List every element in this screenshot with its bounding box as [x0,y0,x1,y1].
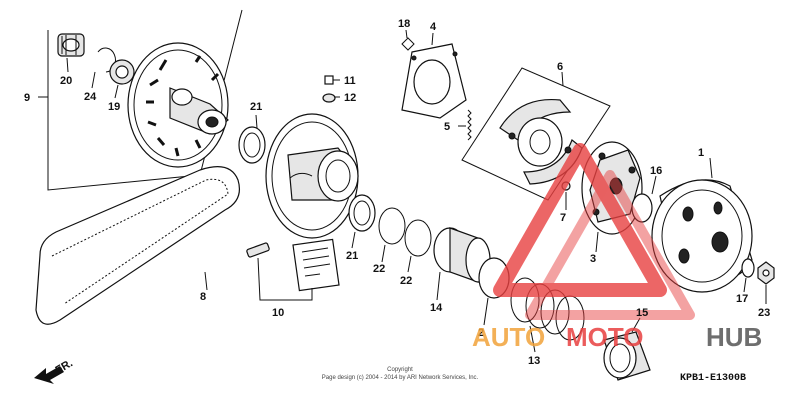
callout-20: 20 [60,75,72,87]
leader-20 [66,57,69,73]
part-12-nut [322,93,340,103]
part-20-bearing [57,33,85,57]
callout-5: 5 [444,121,450,133]
callout-21b: 21 [346,250,358,262]
leader-3 [595,231,599,253]
front-direction-arrow-icon [34,366,64,384]
part-18-clip [401,37,415,51]
leader-22a [381,244,386,263]
part-21-seal-lower [348,194,376,232]
callout-10: 10 [272,307,284,319]
diagram-code: KPB1-E1300B [680,373,746,384]
leader-10 [257,257,313,301]
callout-1: 1 [698,147,704,159]
callout-16: 16 [650,165,662,177]
callout-8: 8 [200,291,206,303]
leader-17 [743,277,747,293]
direction-label: FR. [54,357,75,376]
part-23-nut [757,261,775,285]
driven-face-assembly [265,113,359,239]
callout-23: 23 [758,307,770,319]
callout-22a: 22 [373,263,385,275]
leader-6 [561,71,564,87]
leader-4 [431,32,434,46]
leader-14 [436,271,441,301]
callout-24: 24 [84,91,97,103]
leader-21b [351,231,356,249]
leader-21a [255,114,258,129]
watermark-text: AUTO MOTO HUB [472,322,762,352]
callout-12: 12 [344,92,356,104]
callout-6: 6 [557,61,563,73]
part-11-bolt [324,75,340,85]
drive-face-assembly [127,42,229,168]
copyright-line1: Copyright [387,367,413,373]
callout-4: 4 [430,21,437,33]
part-15-collar [603,331,651,381]
part-19-bearing [109,59,135,85]
copyright-line2: Page design (c) 2004 - 2014 by ARI Netwo… [322,375,479,381]
callout-22b: 22 [400,275,412,287]
watermark-hub: HUB [706,322,762,352]
leader-22b [407,255,412,273]
leader-13 [529,325,536,353]
part-10-label [292,238,340,292]
part-5-spring [467,109,472,141]
part-17-washer [741,258,755,278]
callout-7: 7 [560,212,566,224]
part-22-oring-a [378,207,406,245]
leader-18 [405,29,408,39]
callout-2: 2 [478,327,484,339]
leader-19 [114,84,119,99]
part-10-pin [246,242,270,258]
part-21-washer-upper [238,126,266,164]
leader-1 [709,157,713,179]
callout-18: 18 [398,18,410,30]
leader-8 [204,271,208,291]
watermark-moto: MOTO [566,322,644,352]
part-1-clutch-outer [651,179,753,293]
callout-17: 17 [736,293,748,305]
part-6-frame [461,67,611,201]
leader-15 [631,317,641,333]
callout-3: 3 [590,253,596,265]
watermark-logo [493,143,695,320]
leader-24 [91,71,96,89]
part-3-drive-plate [581,141,643,235]
callout-19: 19 [108,101,120,113]
part-8-drive-belt [35,166,241,325]
callout-14: 14 [430,302,443,314]
callout-15: 15 [636,307,648,319]
callout-13: 13 [528,355,540,367]
leader-2 [483,297,489,326]
callout-9: 9 [24,92,30,104]
part-16-washer [631,193,653,223]
watermark-auto: AUTO [472,322,545,352]
leader-16 [651,175,657,195]
callout-11: 11 [344,75,356,87]
part-4-plate [401,43,467,119]
callout-21a: 21 [250,101,262,113]
part-22-oring-b [404,219,432,257]
